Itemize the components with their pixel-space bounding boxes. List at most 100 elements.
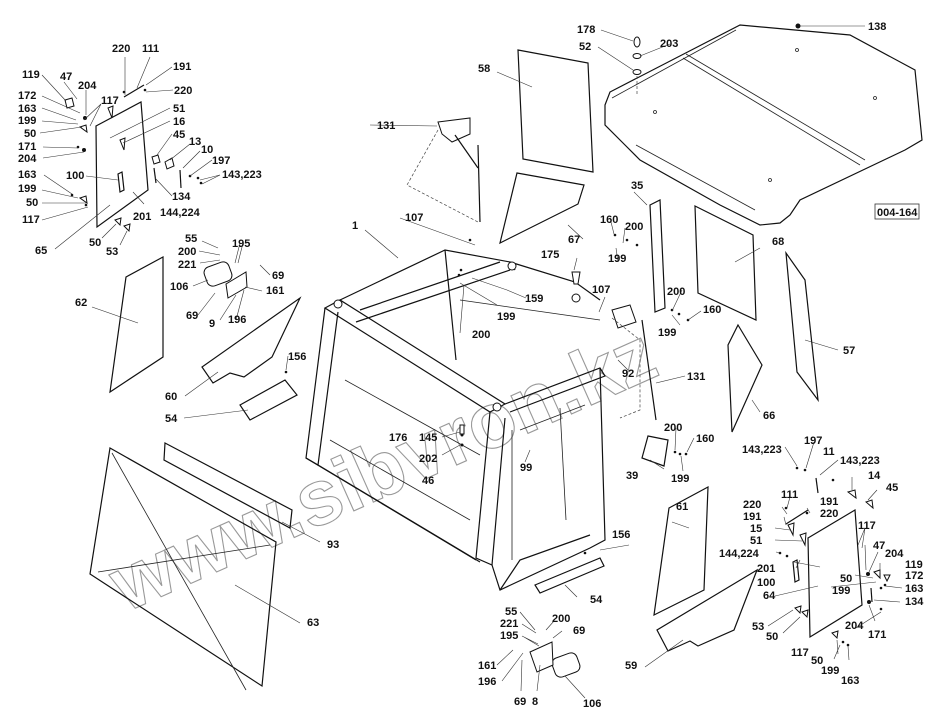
part-label: 93 (327, 539, 339, 551)
part-label: 178 (577, 24, 595, 36)
part-label: 171 (868, 629, 886, 641)
part-label: 66 (763, 410, 775, 422)
part-label: 143,223 (222, 169, 262, 181)
part-label: 199 (497, 311, 515, 323)
part-label: 55 (505, 606, 517, 618)
part-label: 199 (821, 665, 839, 677)
reference-code: 004-164 (877, 207, 918, 219)
part-label: 50 (89, 237, 101, 249)
part-label: 50 (766, 631, 778, 643)
part-label: 160 (696, 433, 714, 445)
part-label: 69 (186, 310, 198, 322)
window-68 (694, 205, 757, 321)
part-label: 199 (608, 253, 626, 265)
mirror-assembly-lower (529, 641, 581, 678)
part-label: 200 (664, 422, 682, 434)
part-label: 138 (868, 21, 886, 33)
part-label: 204 (18, 153, 37, 165)
part-label: 196 (478, 676, 496, 688)
strip-93 (163, 442, 293, 529)
reference-box: 004-164 (874, 203, 920, 220)
watermark-text: www.sibvron.kz (96, 309, 669, 628)
part-label: 47 (60, 71, 72, 83)
part-label: 156 (612, 529, 630, 541)
part-label: 202 (419, 453, 437, 465)
part-label: 220 (112, 43, 130, 55)
part-label: 143,223 (840, 455, 880, 467)
part-label: 47 (873, 540, 885, 552)
part-label: 200 (178, 246, 196, 258)
part-label: 200 (472, 329, 490, 341)
handle-100-left (117, 171, 125, 193)
part-label: 172 (905, 570, 923, 582)
part-label: 175 (541, 249, 559, 261)
watermark: www.sibvron.kz (95, 308, 669, 628)
part-label: 8 (532, 696, 538, 708)
part-label: 161 (478, 660, 496, 672)
part-label: 106 (583, 698, 601, 710)
part-label: 197 (212, 155, 230, 167)
part-label: 172 (18, 90, 36, 102)
part-label: 191 (173, 61, 191, 73)
part-label: 145 (419, 432, 437, 444)
plate-54-left (239, 379, 298, 421)
part-label: 14 (868, 470, 881, 482)
part-label: 156 (288, 351, 306, 363)
plate-54-right (534, 557, 605, 594)
window-59 (656, 568, 759, 652)
part-label: 131 (687, 371, 705, 383)
part-label: 54 (165, 413, 178, 425)
part-label: 67 (568, 234, 580, 246)
part-label: 220 (820, 508, 838, 520)
leader-lines (39, 25, 903, 699)
part-label: 62 (75, 297, 87, 309)
part-label: 131 (377, 120, 395, 132)
part-label: 163 (841, 675, 859, 687)
part-label: 200 (667, 286, 685, 298)
part-label: 221 (178, 259, 196, 271)
part-label: 199 (832, 585, 850, 597)
part-label: 117 (858, 520, 876, 532)
hardware-misc (284, 233, 690, 555)
plate-39 (641, 435, 669, 467)
part-label: 53 (752, 621, 764, 633)
part-labels: 220 111 191 220 119 47 204 172 117 163 1… (18, 21, 924, 710)
part-label: 106 (170, 281, 188, 293)
part-label: 111 (781, 489, 798, 501)
part-label: 191 (820, 496, 838, 508)
part-label: 50 (811, 655, 823, 667)
window-67 (499, 172, 585, 245)
part-label: 117 (22, 214, 40, 226)
part-label: 69 (514, 696, 526, 708)
part-label: 45 (886, 482, 898, 494)
part-label: 144,224 (719, 548, 760, 560)
part-label: 176 (389, 432, 407, 444)
part-label: 160 (600, 214, 618, 226)
part-label: 53 (106, 246, 118, 258)
part-label: 195 (232, 238, 250, 250)
window-60 (201, 296, 302, 384)
part-label: 92 (622, 368, 634, 380)
door-64 (807, 508, 863, 639)
handle-100-right (792, 559, 800, 583)
part-label: 45 (173, 129, 185, 141)
part-label: 117 (791, 647, 809, 659)
wiper-assembly-upper (406, 117, 481, 223)
part-label: 51 (173, 103, 185, 115)
part-label: 201 (757, 563, 775, 575)
part-label: 39 (626, 470, 638, 482)
part-label: 35 (631, 180, 643, 192)
part-label: 163 (18, 103, 36, 115)
hardware-right-door (778, 466, 891, 647)
window-63-diagonal-2 (97, 544, 271, 573)
window-61 (653, 485, 709, 617)
part-label: 199 (18, 115, 36, 127)
part-label: 15 (750, 523, 762, 535)
wiper-assembly-lower (611, 304, 657, 421)
hinge-rod-111-left (123, 84, 145, 98)
part-label: 107 (592, 284, 610, 296)
part-label: 199 (671, 473, 689, 485)
part-label: 119 (22, 69, 40, 81)
part-label: 160 (703, 304, 721, 316)
